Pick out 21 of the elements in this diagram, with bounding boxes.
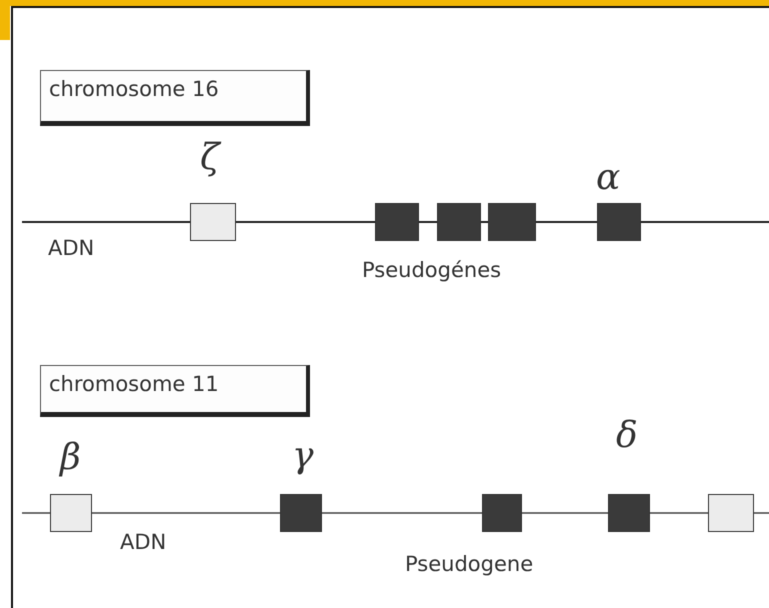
chromosome-label: chromosome 11 bbox=[40, 365, 310, 417]
gene-box bbox=[482, 494, 522, 532]
dna-label: ADN bbox=[48, 236, 94, 260]
greek-letter: β bbox=[60, 440, 81, 476]
gene-box bbox=[50, 494, 92, 532]
gene-box bbox=[488, 203, 536, 241]
greek-letter: α bbox=[596, 160, 620, 196]
pseudogene-label: Pseudogénes bbox=[362, 258, 502, 282]
chromosome-label: chromosome 16 bbox=[40, 70, 310, 126]
greek-letter: δ bbox=[616, 418, 638, 454]
gene-box bbox=[190, 203, 236, 241]
gene-box bbox=[708, 494, 754, 532]
greek-letter: ζ bbox=[200, 140, 220, 176]
gene-box bbox=[608, 494, 650, 532]
gene-box bbox=[280, 494, 322, 532]
dna-label: ADN bbox=[120, 530, 166, 554]
pseudogene-label: Pseudogene bbox=[405, 552, 534, 576]
gene-box bbox=[597, 203, 641, 241]
greek-letter: γ bbox=[292, 438, 314, 474]
gene-box bbox=[375, 203, 419, 241]
gene-box bbox=[437, 203, 481, 241]
